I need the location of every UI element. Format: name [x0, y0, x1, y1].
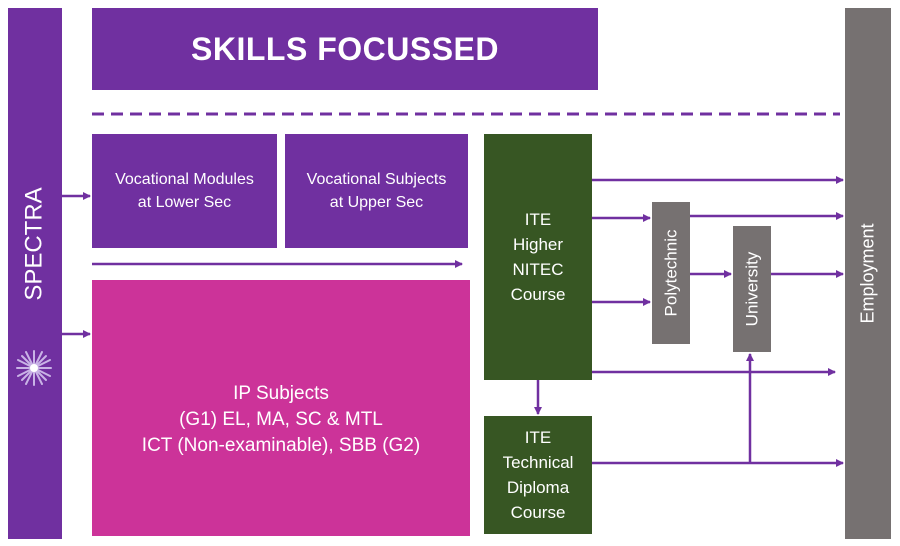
- ip-subjects-line3: ICT (Non-examinable), SBB (G2): [141, 435, 421, 456]
- ip-subjects-line1: IP Subjects: [233, 383, 329, 404]
- ite-higher-nitec-box: ITE Higher NITEC Course: [484, 134, 592, 380]
- employment-bar: Employment: [845, 8, 891, 539]
- vocational-upper-line1: Vocational Subjects: [306, 171, 447, 188]
- ite-higher-line1: ITE: [524, 210, 552, 229]
- ite-higher-line4: Course: [510, 285, 566, 304]
- header-title: SKILLS FOCUSSED: [191, 30, 499, 67]
- ite-diploma-line4: Course: [510, 503, 566, 522]
- spectra-bar: SPECTRA: [8, 8, 62, 539]
- vocational-lower-line1: Vocational Modules: [115, 171, 254, 188]
- vocational-subjects-upper-sec-box: Vocational Subjects at Upper Sec: [285, 134, 468, 248]
- vocational-lower-line2: at Lower Sec: [137, 194, 232, 211]
- polytechnic-box: Polytechnic: [652, 202, 690, 344]
- spectra-logo-icon: [16, 350, 52, 386]
- ite-diploma-line1: ITE: [524, 428, 552, 447]
- vocational-modules-lower-sec-box: Vocational Modules at Lower Sec: [92, 134, 277, 248]
- ite-diploma-line2: Technical: [502, 453, 574, 472]
- university-box: University: [733, 226, 771, 352]
- ite-technical-diploma-box: ITE Technical Diploma Course: [484, 416, 592, 534]
- ip-subjects-line2: (G1) EL, MA, SC & MTL: [179, 409, 383, 430]
- skills-focussed-header: SKILLS FOCUSSED: [92, 8, 598, 90]
- ip-subjects-box: IP Subjects (G1) EL, MA, SC & MTL ICT (N…: [92, 280, 470, 536]
- ite-diploma-line3: Diploma: [506, 478, 570, 497]
- ite-higher-line3: NITEC: [512, 260, 564, 279]
- ite-higher-line2: Higher: [512, 235, 564, 254]
- vocational-upper-line2: at Upper Sec: [329, 194, 424, 211]
